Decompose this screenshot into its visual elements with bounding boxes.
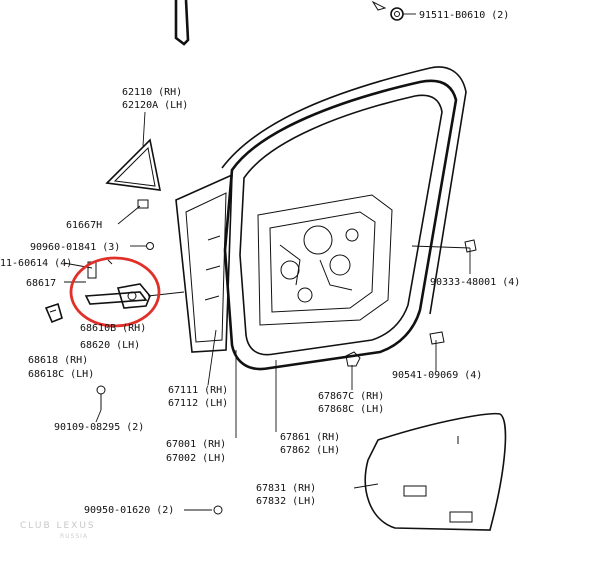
label-67861: 67861 (RH) xyxy=(280,432,340,443)
hinge-68618 xyxy=(44,302,63,324)
highlight-circle xyxy=(69,256,161,328)
clip-90333 xyxy=(464,239,477,253)
label-68610b: 68610B (RH) xyxy=(80,323,146,334)
clip-61667h xyxy=(117,199,149,225)
label-11-60614: 11-60614 (4) xyxy=(0,258,72,269)
label-67112: 67112 (LH) xyxy=(168,398,228,409)
door-panel xyxy=(175,173,393,353)
label-68617: 68617 xyxy=(26,278,56,289)
label-90333: 90333-48001 (4) xyxy=(430,277,520,288)
label-90960: 90960-01841 (3) xyxy=(30,242,120,253)
label-90541: 90541-09069 (4) xyxy=(392,370,482,381)
glass-run-strip xyxy=(174,0,190,46)
clip-90541 xyxy=(429,331,445,345)
door-weatherstrip xyxy=(221,66,467,371)
label-67002: 67002 (LH) xyxy=(166,453,226,464)
label-68618: 68618 (RH) xyxy=(28,355,88,366)
bolt-91511 xyxy=(371,0,416,21)
label-62120a: 62120A (LH) xyxy=(122,100,188,111)
label-90109: 90109-08295 (2) xyxy=(54,422,144,433)
label-68618c: 68618C (LH) xyxy=(28,369,94,380)
label-67111: 67111 (RH) xyxy=(168,385,228,396)
label-91511: 91511-B0610 (2) xyxy=(419,10,509,21)
watermark-main: CLUB LEXUS xyxy=(20,521,96,531)
screw-90960 xyxy=(130,242,154,250)
watermark-sub: RUSSIA xyxy=(60,533,88,540)
outside-handle-68610b xyxy=(63,259,185,309)
leader-lines xyxy=(184,245,471,511)
label-90950: 90950-01620 (2) xyxy=(84,505,174,516)
quarter-window-62110 xyxy=(105,111,162,191)
service-cover-67831 xyxy=(364,412,507,531)
bolt-90109 xyxy=(95,385,106,423)
label-67001: 67001 (RH) xyxy=(166,439,226,450)
label-67868c: 67868C (LH) xyxy=(318,404,384,415)
clip-67867c xyxy=(345,351,361,367)
label-67832: 67832 (LH) xyxy=(256,496,316,507)
label-67831: 67831 (RH) xyxy=(256,483,316,494)
label-68620: 68620 (LH) xyxy=(80,340,140,351)
label-61667h: 61667H xyxy=(66,220,102,231)
label-67862: 67862 (LH) xyxy=(280,445,340,456)
label-67867c: 67867C (RH) xyxy=(318,391,384,402)
label-62110: 62110 (RH) xyxy=(122,87,182,98)
screw-90950 xyxy=(213,505,223,515)
